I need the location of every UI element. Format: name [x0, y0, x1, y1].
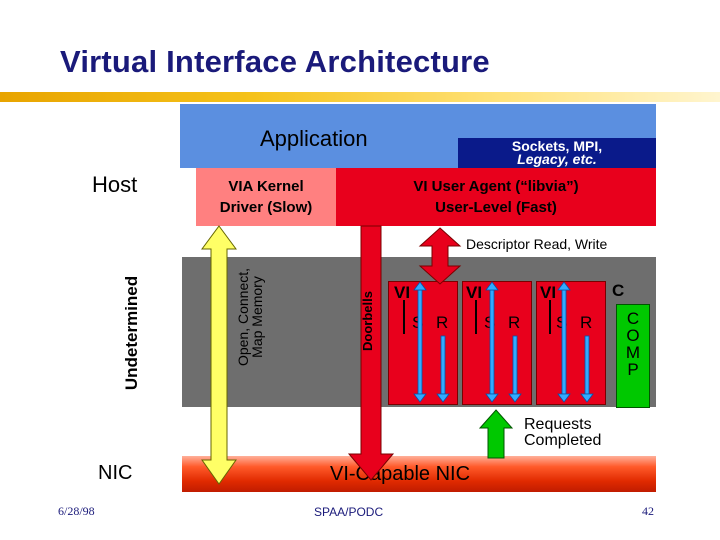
vi-recv-3: R [580, 313, 595, 332]
vi-capable-nic-box [182, 456, 656, 492]
sockets-line-2: Legacy, etc. [517, 151, 597, 167]
application-label: Application [260, 126, 368, 151]
completion-queue-label: C O M P [616, 310, 650, 378]
vi3-recv-tail [580, 393, 594, 403]
comp-letter-p: P [627, 360, 639, 379]
agent-line-2: User-Level (Fast) [435, 199, 557, 216]
slide-title: Virtual Interface Architecture [60, 44, 490, 79]
kernel-driver-label: VIA Kernel Driver (Slow) [196, 176, 336, 218]
nic-label: NIC [98, 462, 133, 484]
requests-completed-arrow [478, 409, 514, 459]
vi3-send-queue-arrow [561, 289, 567, 395]
comp-letter-o: O [626, 326, 640, 345]
requests-line-2: Completed [524, 432, 602, 449]
kernel-driver-box [196, 168, 336, 226]
completion-queue-box [616, 304, 650, 408]
vi1-send-queue-arrow [417, 289, 423, 395]
vi1-send-tail [413, 393, 427, 403]
vi-title-2: VI [466, 283, 483, 302]
vi3-send-tail [557, 393, 571, 403]
completion-heading: C [612, 281, 625, 300]
vi-recv-2: R [508, 313, 523, 332]
descriptor-arrow [418, 227, 462, 285]
vi-box-2 [462, 281, 532, 405]
kernel-nic-arrow [201, 225, 237, 485]
footer-date: 6/28/98 [58, 504, 95, 518]
kernel-line-2: Driver (Slow) [219, 199, 313, 216]
vi3-recv-queue-arrow [584, 335, 590, 395]
vi-recv-1: R [436, 313, 451, 332]
sockets-line-1: Sockets, MPI, [511, 138, 603, 154]
vi-box-1 [388, 281, 458, 405]
vi3-send-head [557, 281, 571, 291]
sockets-label: Sockets, MPI, Legacy, etc. [458, 138, 656, 166]
agent-line-1: VI User Agent (“libvia”) [413, 178, 579, 195]
descriptor-label: Descriptor Read, Write [466, 236, 608, 252]
footer-page-number: 42 [642, 504, 654, 518]
vi-queue-arrows [413, 281, 594, 403]
vi1-recv-queue-arrow [440, 335, 446, 395]
comp-letter-c: C [626, 309, 640, 328]
vi-box-3 [536, 281, 606, 405]
vi2-send-queue-arrow [489, 289, 495, 395]
kernel-line-1: VIA Kernel [228, 178, 304, 195]
doorbell-arrow [347, 225, 395, 481]
vi1-recv-tail [436, 393, 450, 403]
user-agent-label: VI User Agent (“libvia”) User-Level (Fas… [336, 176, 656, 218]
title-rule [0, 92, 720, 102]
requests-line-1: Requests [524, 416, 592, 433]
open-connect-label: Open, Connect, Map Memory [235, 242, 265, 392]
open-line-1: Open, Connect, [235, 267, 251, 367]
comp-letter-m: M [625, 343, 641, 362]
sockets-box [458, 138, 656, 168]
vi1-send-head [413, 281, 427, 291]
open-line-2: Map Memory [249, 276, 265, 358]
vi-title-3: VI [540, 283, 557, 302]
vi2-recv-queue-arrow [512, 335, 518, 395]
vi2-send-head [485, 281, 499, 291]
requests-completed-label: Requests Completed [524, 417, 601, 449]
user-agent-box [336, 168, 656, 226]
vi-title-1: VI [394, 283, 411, 302]
doorbells-label: Doorbells [360, 291, 375, 351]
vi2-recv-tail [508, 393, 522, 403]
host-label: Host [92, 172, 138, 197]
vi2-send-tail [485, 393, 499, 403]
footer-venue: SPAA/PODC [314, 505, 384, 519]
vi-dividers [403, 300, 551, 334]
